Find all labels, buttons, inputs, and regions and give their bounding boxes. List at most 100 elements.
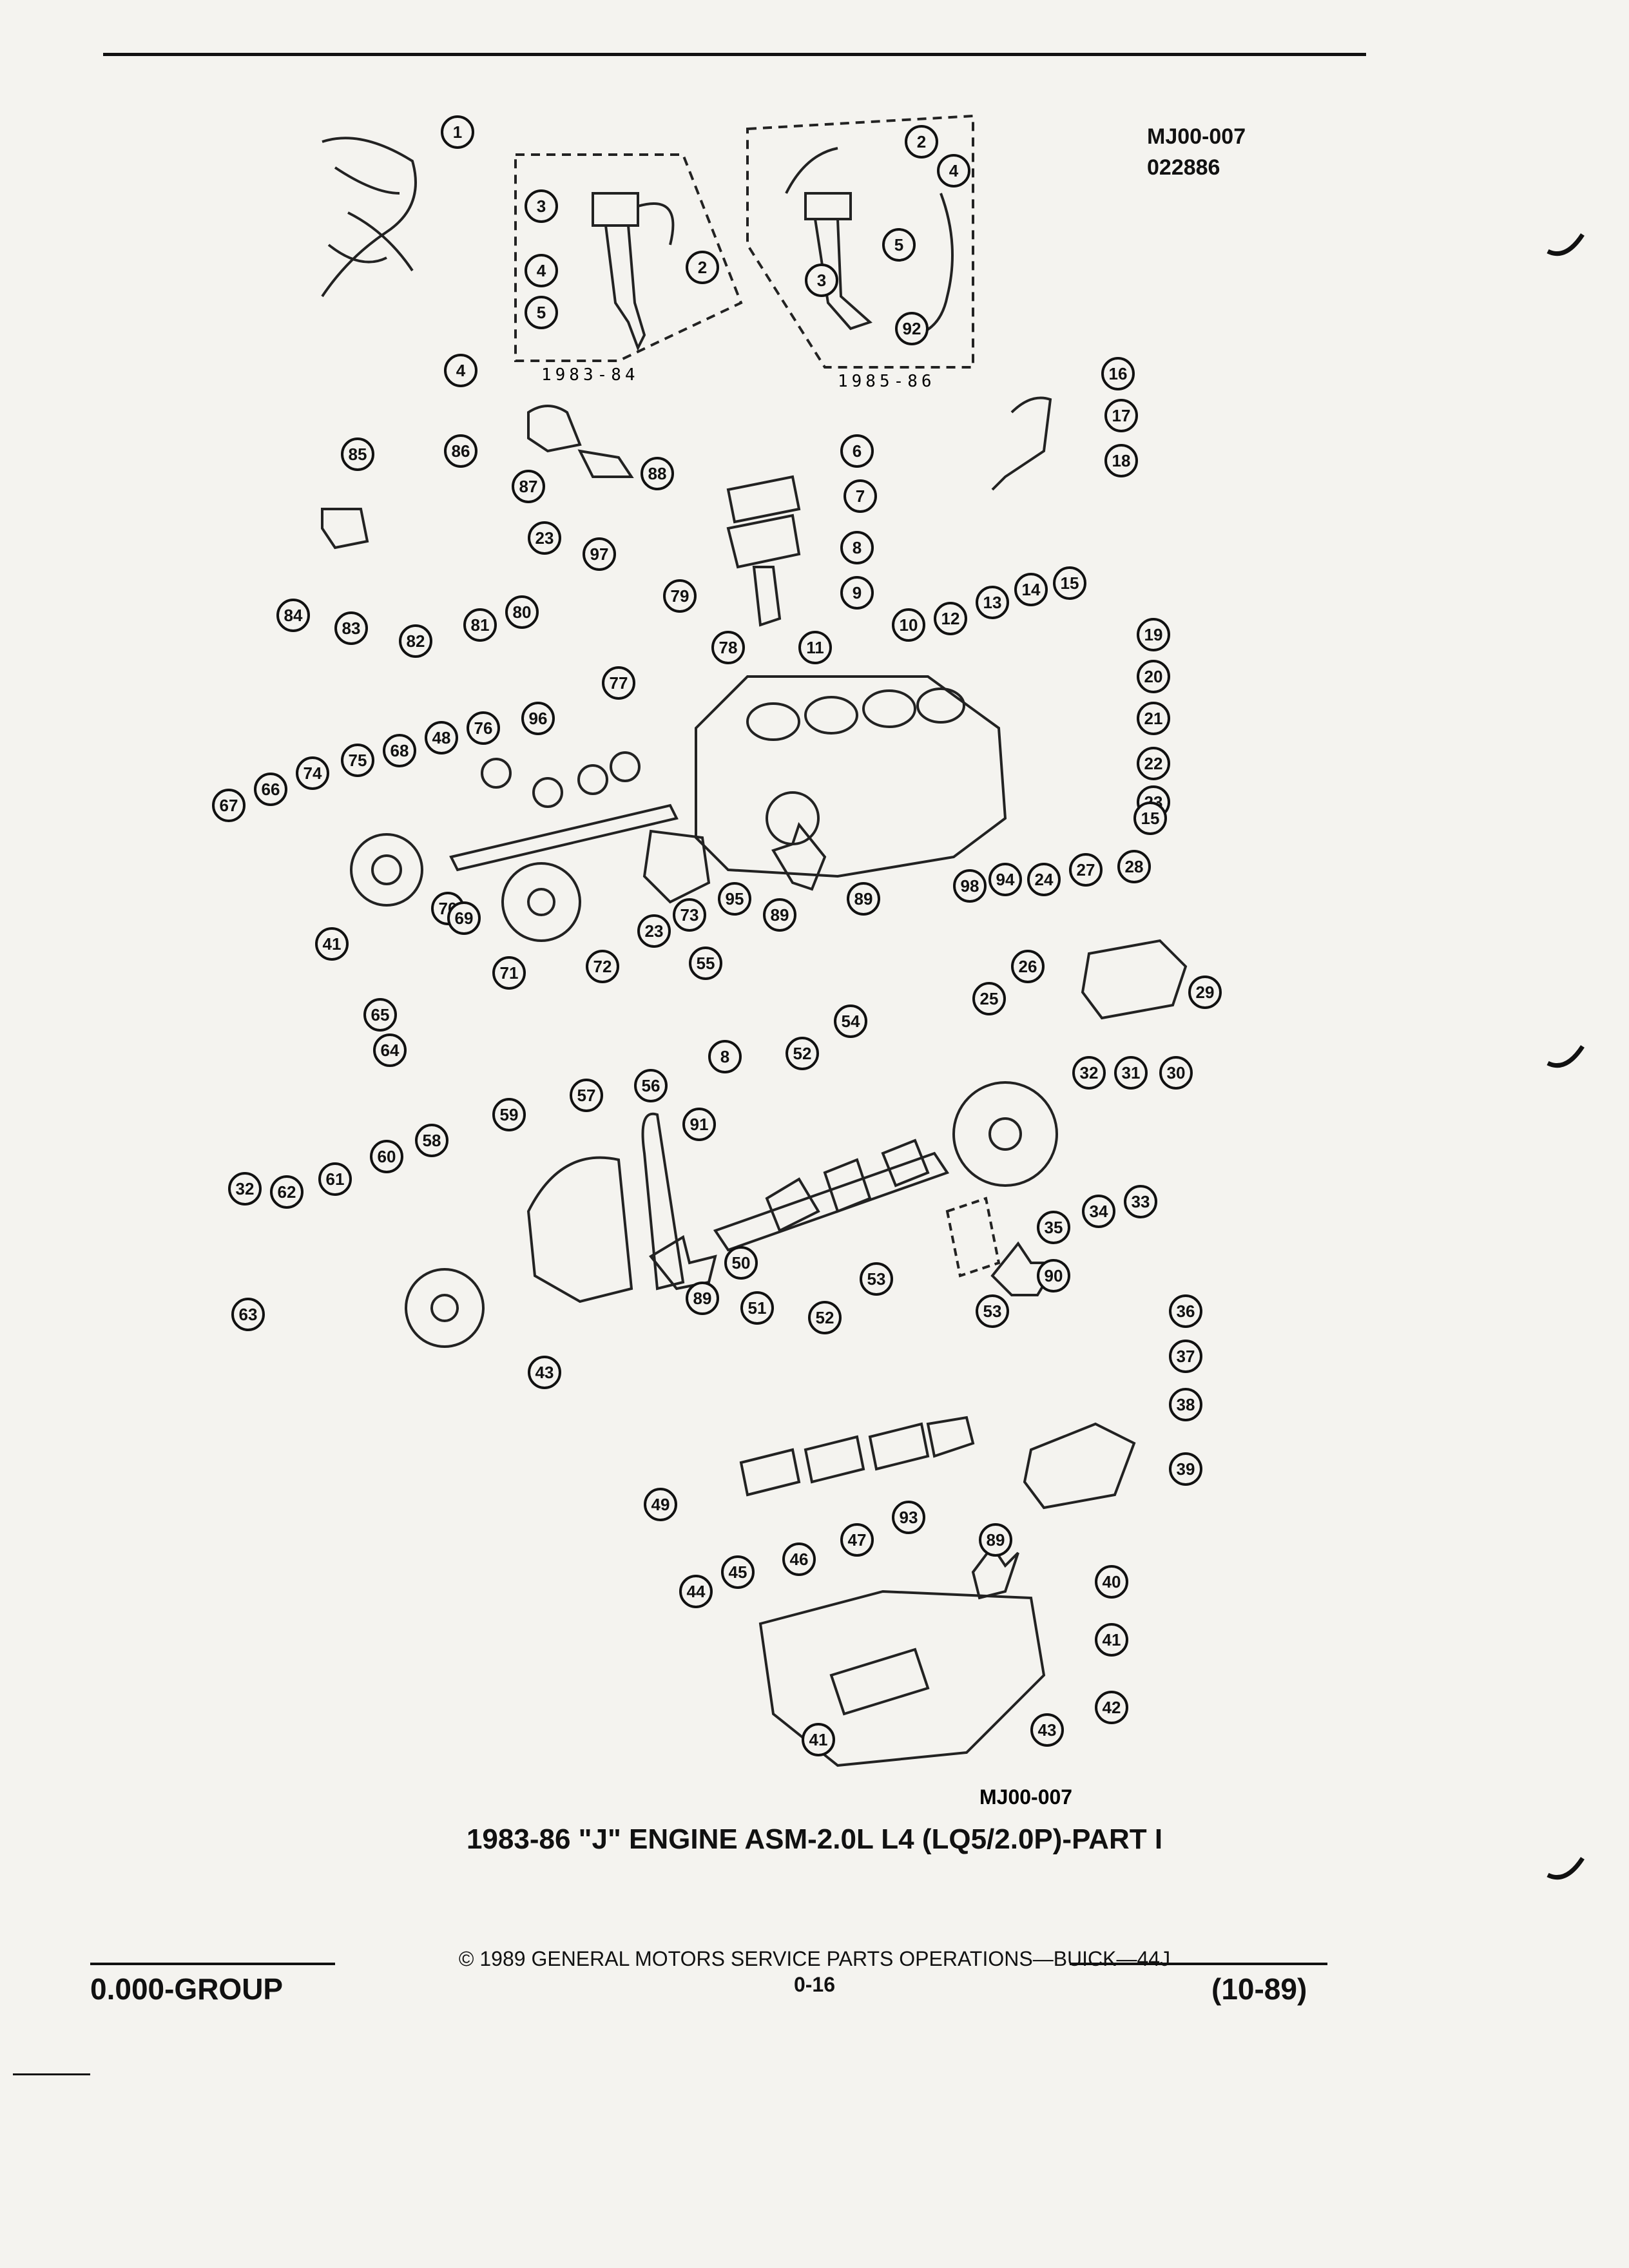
- binder-mark-2: [1547, 1045, 1585, 1068]
- callout-40: 40: [1095, 1565, 1128, 1599]
- callout-33: 33: [1124, 1185, 1157, 1218]
- binder-mark-3: [1547, 1857, 1585, 1880]
- callout-number: 53: [867, 1269, 886, 1289]
- callout-circle: [1027, 863, 1061, 896]
- callout-circle: [212, 789, 246, 822]
- callout-48: 48: [425, 721, 458, 754]
- callout-circle: [363, 998, 397, 1032]
- callout-number: 69: [455, 908, 474, 928]
- callout-number: 44: [687, 1582, 706, 1601]
- callout-59: 59: [492, 1098, 526, 1131]
- callout-number: 46: [790, 1550, 809, 1569]
- callout-46: 46: [782, 1542, 816, 1576]
- callout-4: 4: [444, 354, 477, 387]
- callout-circle: [782, 1542, 816, 1576]
- callout-51: 51: [740, 1291, 774, 1325]
- callout-circle: [641, 457, 674, 490]
- callout-number: 1: [453, 122, 462, 142]
- callout-14: 14: [1014, 573, 1048, 606]
- spark-plug-wires: [321, 137, 417, 298]
- callout-69: 69: [447, 901, 481, 935]
- callout-41: 41: [1095, 1623, 1128, 1657]
- callout-circle: [525, 254, 558, 287]
- timing-cover: [526, 1156, 633, 1303]
- callout-47: 47: [840, 1523, 874, 1557]
- callout-80: 80: [505, 595, 539, 629]
- water-pump-pulley: [501, 862, 581, 942]
- callout-number: 25: [980, 989, 999, 1008]
- callout-number: 15: [1061, 573, 1079, 593]
- callout-60: 60: [370, 1140, 403, 1173]
- callout-number: 31: [1122, 1063, 1141, 1082]
- callout-number: 77: [610, 673, 628, 693]
- callout-circle: [512, 470, 545, 503]
- callout-circle: [682, 1108, 716, 1141]
- callout-number: 4: [456, 361, 466, 380]
- callout-circle: [860, 1262, 893, 1296]
- callout-23: 23: [528, 521, 561, 555]
- callout-circle: [334, 611, 368, 645]
- callout-number: 41: [809, 1730, 828, 1749]
- rotor-cap: [527, 405, 634, 478]
- callout-62: 62: [270, 1175, 304, 1209]
- callout-32: 32: [228, 1172, 262, 1206]
- callout-circle: [1037, 1211, 1070, 1244]
- callout-number: 2: [917, 132, 926, 151]
- callout-circle: [686, 251, 719, 284]
- callout-36: 36: [1169, 1294, 1202, 1328]
- callout-circle: [425, 721, 458, 754]
- callout-circle: [686, 1282, 719, 1315]
- callout-number: 51: [748, 1298, 767, 1318]
- callout-number: 94: [996, 870, 1015, 889]
- callout-34: 34: [1082, 1195, 1115, 1228]
- inset-year-1985-86: 1985-86: [838, 372, 936, 391]
- callout-number: 93: [900, 1508, 918, 1527]
- callout-3: 3: [805, 264, 838, 297]
- callout-circle: [1133, 802, 1167, 835]
- callout-number: 89: [693, 1289, 712, 1308]
- callout-67: 67: [212, 789, 246, 822]
- callout-16: 16: [1101, 357, 1135, 390]
- callout-number: 38: [1177, 1395, 1195, 1414]
- callout-circle: [882, 228, 916, 262]
- callout-96: 96: [521, 702, 555, 735]
- callout-number: 16: [1109, 364, 1128, 383]
- callout-circle: [370, 1140, 403, 1173]
- callout-19: 19: [1137, 618, 1170, 651]
- callout-number: 22: [1144, 754, 1163, 773]
- callout-number: 88: [648, 464, 667, 483]
- callout-circle: [1188, 975, 1222, 1009]
- callout-number: 21: [1144, 709, 1163, 728]
- callout-number: 43: [535, 1363, 554, 1382]
- callout-circle: [492, 1098, 526, 1131]
- inset-box-1985-86: [746, 114, 974, 369]
- callout-79: 79: [663, 579, 697, 613]
- callout-circle: [463, 608, 497, 642]
- callout-44: 44: [679, 1575, 713, 1608]
- callout-number: 84: [284, 606, 303, 625]
- callout-number: 92: [903, 319, 921, 338]
- callout-30: 30: [1159, 1056, 1193, 1090]
- callout-number: 32: [236, 1179, 255, 1198]
- callout-77: 77: [602, 666, 635, 700]
- callout-23: 23: [637, 914, 671, 948]
- callout-number: 36: [1177, 1302, 1195, 1321]
- callout-number: 9: [853, 583, 862, 602]
- callout-circle: [447, 901, 481, 935]
- callout-number: 47: [848, 1530, 867, 1550]
- callout-number: 3: [817, 271, 826, 290]
- footer-page-number: 0-16: [793, 1973, 836, 1996]
- callout-circle: [1101, 357, 1135, 390]
- callout-circle: [840, 434, 874, 468]
- callout-number: 23: [535, 528, 554, 548]
- callout-circle: [847, 882, 880, 916]
- callout-number: 40: [1103, 1572, 1121, 1591]
- callout-number: 5: [537, 303, 546, 322]
- callout-number: 52: [793, 1044, 812, 1063]
- callout-circle: [679, 1575, 713, 1608]
- callout-circle: [976, 1294, 1009, 1328]
- callout-circle: [834, 1004, 867, 1038]
- callout-circle: [644, 1488, 677, 1521]
- callout-number: 24: [1035, 870, 1054, 889]
- callout-number: 42: [1103, 1698, 1121, 1717]
